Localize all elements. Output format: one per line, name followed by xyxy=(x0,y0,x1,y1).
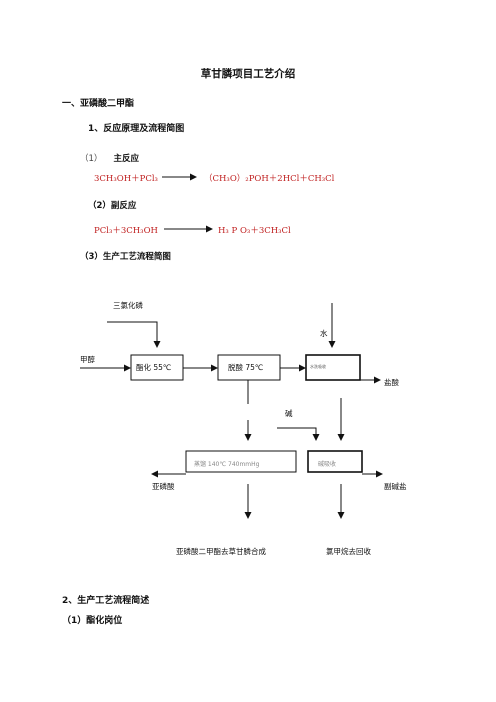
dimethyl-phosphite-destination: 亚磷酸二甲酯去草甘膦合成 xyxy=(176,547,266,556)
side-reaction-label: （2）副反应 xyxy=(88,201,137,211)
deacidification-label: 脱酸 75℃ xyxy=(228,363,264,372)
subsection-heading-1: 1、反应原理及流程简图 xyxy=(88,124,185,134)
hcl-label: 盐酸 xyxy=(384,378,399,387)
phosphorous-acid-label: 亚磷酸 xyxy=(152,482,175,491)
water-wash-label: 水洗吸收 xyxy=(310,364,326,369)
alkali-label: 碱 xyxy=(285,409,293,418)
deacidification-box xyxy=(217,354,281,381)
water-label: 水 xyxy=(320,329,328,338)
side-reaction-reactants: PCl₃＋3CH₃OH xyxy=(94,226,158,236)
by-salt-label: 副碱盐 xyxy=(384,482,407,491)
distillation-box xyxy=(185,450,297,473)
main-reaction-products: （CH₃O）₂POH＋2HCl＋CH₃Cl xyxy=(204,174,335,184)
main-reaction-number: （1） xyxy=(80,154,103,164)
section-heading-1: 一、亚磷酸二甲酯 xyxy=(62,99,135,109)
alkali-absorption-label: 碱吸收 xyxy=(318,461,337,468)
esterification-label: 酯化 55℃ xyxy=(136,363,172,372)
main-reaction-heading: （1） 主反应 xyxy=(80,146,139,165)
flow-diagram-heading: （3）生产工艺流程简图 xyxy=(80,252,171,262)
methyl-chloride-destination: 氯甲烷去回收 xyxy=(326,547,371,556)
pcl3-feed-line xyxy=(107,321,161,348)
main-reaction-label: 主反应 xyxy=(113,154,140,164)
water-wash-box xyxy=(305,354,361,381)
subsection-heading-2: 2、生产工艺流程简述 xyxy=(62,596,150,606)
alkali-feed-line xyxy=(277,427,320,441)
side-reaction-products: H₃ P O₃＋3CH₃Cl xyxy=(218,226,291,236)
methanol-label: 甲醇 xyxy=(80,355,95,364)
pcl3-label: 三氯化磷 xyxy=(113,301,143,310)
subsection-heading-2-1: （1）酯化岗位 xyxy=(62,616,123,626)
distillation-label: 蒸馏 140℃ 740mmHg xyxy=(194,461,260,468)
document-title: 草甘膦项目工艺介绍 xyxy=(200,68,296,80)
main-reaction-reactants: 3CH₃OH＋PCl₃ xyxy=(94,174,158,184)
alkali-absorption-box xyxy=(307,450,363,473)
